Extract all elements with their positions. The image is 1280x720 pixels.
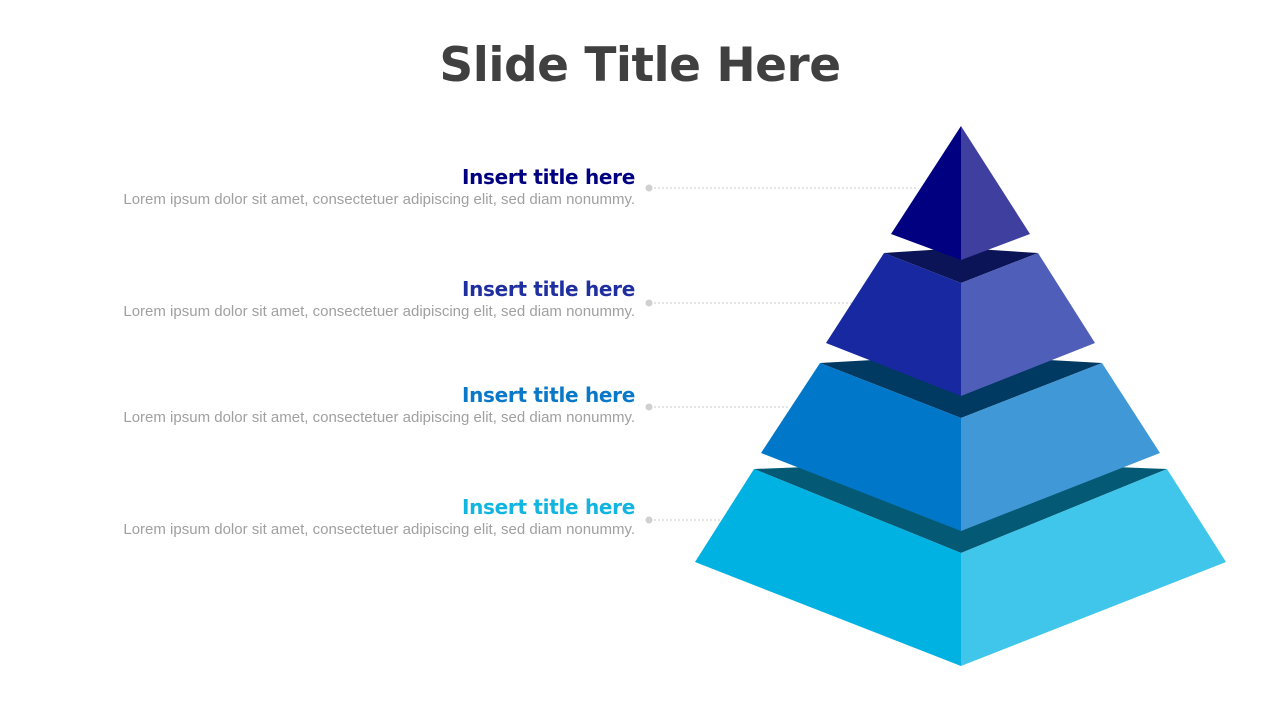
connector-dot-2 [645,299,653,307]
item-title-1: Insert title here [461,165,635,189]
slide-title: Slide Title Here [439,38,841,93]
item-description-4: Lorem ipsum dolor sit amet, consectetuer… [123,521,635,538]
connector-dot-3 [645,403,653,411]
item-description-2: Lorem ipsum dolor sit amet, consectetuer… [123,303,635,320]
pyramid-tier-2 [826,248,1095,396]
item-title-4: Insert title here [461,495,635,519]
list-item-1: Insert title here Lorem ipsum dolor sit … [35,165,635,210]
list-item-2: Insert title here Lorem ipsum dolor sit … [35,277,635,322]
connector-lines [650,187,918,521]
item-title-3: Insert title here [461,383,635,407]
pyramid-tier-1 [891,126,1030,260]
list-item-4: Insert title here Lorem ipsum dolor sit … [35,495,635,540]
connector-dots [645,184,653,524]
connector-dot-4 [645,516,653,524]
connector-dot-1 [645,184,653,192]
item-description-3: Lorem ipsum dolor sit amet, consectetuer… [123,409,635,426]
list-item-3: Insert title here Lorem ipsum dolor sit … [35,383,635,428]
item-title-2: Insert title here [461,277,635,301]
item-description-1: Lorem ipsum dolor sit amet, consectetuer… [123,191,635,208]
